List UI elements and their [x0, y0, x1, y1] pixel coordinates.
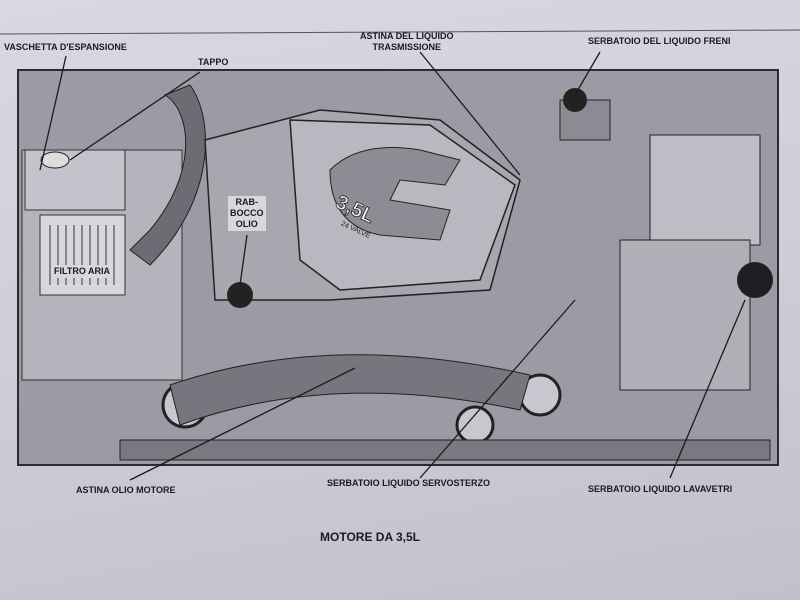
battery: [619, 239, 751, 391]
page-rule: [0, 29, 800, 35]
label-line: RAB-: [235, 197, 259, 207]
label-line: OLIO: [235, 219, 258, 229]
label-air-filter: FILTRO ARIA: [52, 265, 112, 278]
label-oil-fill: RAB- BOCCO OLIO: [228, 196, 266, 231]
expansion-tank-cap: [40, 151, 70, 169]
label-line: BOCCO: [230, 208, 264, 218]
label-power-steering-reservoir: SERBATOIO LIQUIDO SERVOSTERZO: [327, 478, 491, 488]
air-intake-hose: [129, 84, 206, 266]
label-line: ASTINA DEL LIQUIDO: [360, 31, 454, 41]
label-cap: TAPPO: [198, 57, 229, 67]
drive-belt: [169, 354, 531, 426]
label-expansion-tank: VASCHETTA D'ESPANSIONE: [4, 42, 127, 52]
power-steering-pulley: [455, 405, 495, 445]
label-washer-reservoir: SERBATOIO LIQUIDO LAVAVETRI: [588, 484, 733, 494]
brake-reservoir-cap: [563, 88, 587, 112]
label-engine-dipstick: ASTINA OLIO MOTORE: [76, 485, 176, 495]
oil-fill-cap: [227, 282, 253, 308]
washer-reservoir-cap: [737, 262, 773, 298]
label-line: TRASMISSIONE: [372, 42, 442, 52]
leader-lines: [39, 51, 746, 481]
intake-plenum: [329, 147, 461, 241]
label-brake-reservoir: SERBATOIO DEL LIQUIDO FRENI: [588, 36, 731, 46]
label-transmission-dipstick: ASTINA DEL LIQUIDO TRASMISSIONE: [360, 31, 454, 53]
fuse-box: [649, 134, 761, 246]
figure-caption: MOTORE DA 3,5L: [320, 530, 421, 544]
expansion-tank: [24, 149, 126, 211]
